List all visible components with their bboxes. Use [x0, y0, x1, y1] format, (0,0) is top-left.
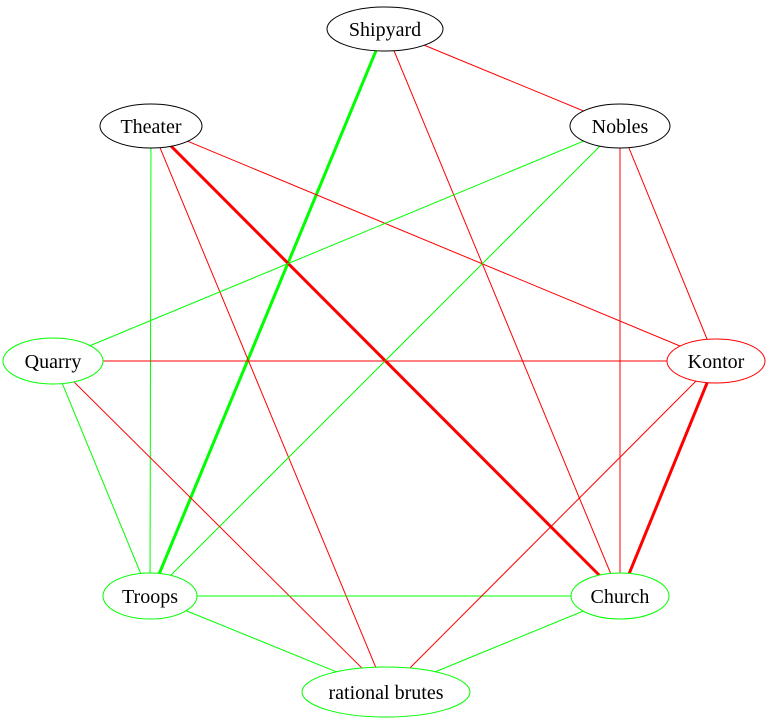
edge-nobles-kontor [619, 125, 717, 362]
node-label-shipyard: Shipyard [349, 19, 421, 41]
node-theater: Theater [99, 103, 203, 149]
node-ellipse-kontor [666, 338, 766, 384]
edge-shipyard-troops [148, 28, 387, 597]
node-label-troops: Troops [122, 586, 178, 608]
node-ellipse-nobles [569, 103, 671, 149]
node-ellipse-troops [102, 572, 198, 620]
node-ellipse-shipyard [326, 6, 444, 52]
node-label-kontor: Kontor [688, 351, 745, 373]
node-rational_brutes: rational brutes [301, 666, 471, 718]
node-label-nobles: Nobles [592, 116, 649, 138]
edge-theater-rational_brutes [150, 125, 387, 693]
node-ellipse-quarry [2, 337, 104, 385]
node-ellipse-rational_brutes [301, 666, 471, 718]
edge-quarry-troops [52, 360, 151, 597]
node-ellipse-theater [99, 103, 203, 149]
node-church: Church [570, 572, 670, 620]
node-label-theater: Theater [120, 116, 181, 138]
node-label-rational_brutes: rational brutes [329, 682, 444, 704]
node-shipyard: Shipyard [326, 6, 444, 52]
edge-nobles-quarry [52, 125, 621, 362]
edges-layer [52, 28, 718, 693]
edge-theater-kontor [150, 125, 717, 362]
node-label-church: Church [591, 586, 650, 608]
edge-kontor-church [618, 360, 718, 597]
node-quarry: Quarry [2, 337, 104, 385]
node-troops: Troops [102, 572, 198, 620]
node-nobles: Nobles [569, 103, 671, 149]
edge-shipyard-church [384, 28, 621, 597]
node-ellipse-church [570, 572, 670, 620]
node-kontor: Kontor [666, 338, 766, 384]
edge-kontor-rational_brutes [385, 360, 717, 693]
node-label-quarry: Quarry [25, 351, 82, 373]
edge-quarry-rational_brutes [52, 360, 387, 693]
